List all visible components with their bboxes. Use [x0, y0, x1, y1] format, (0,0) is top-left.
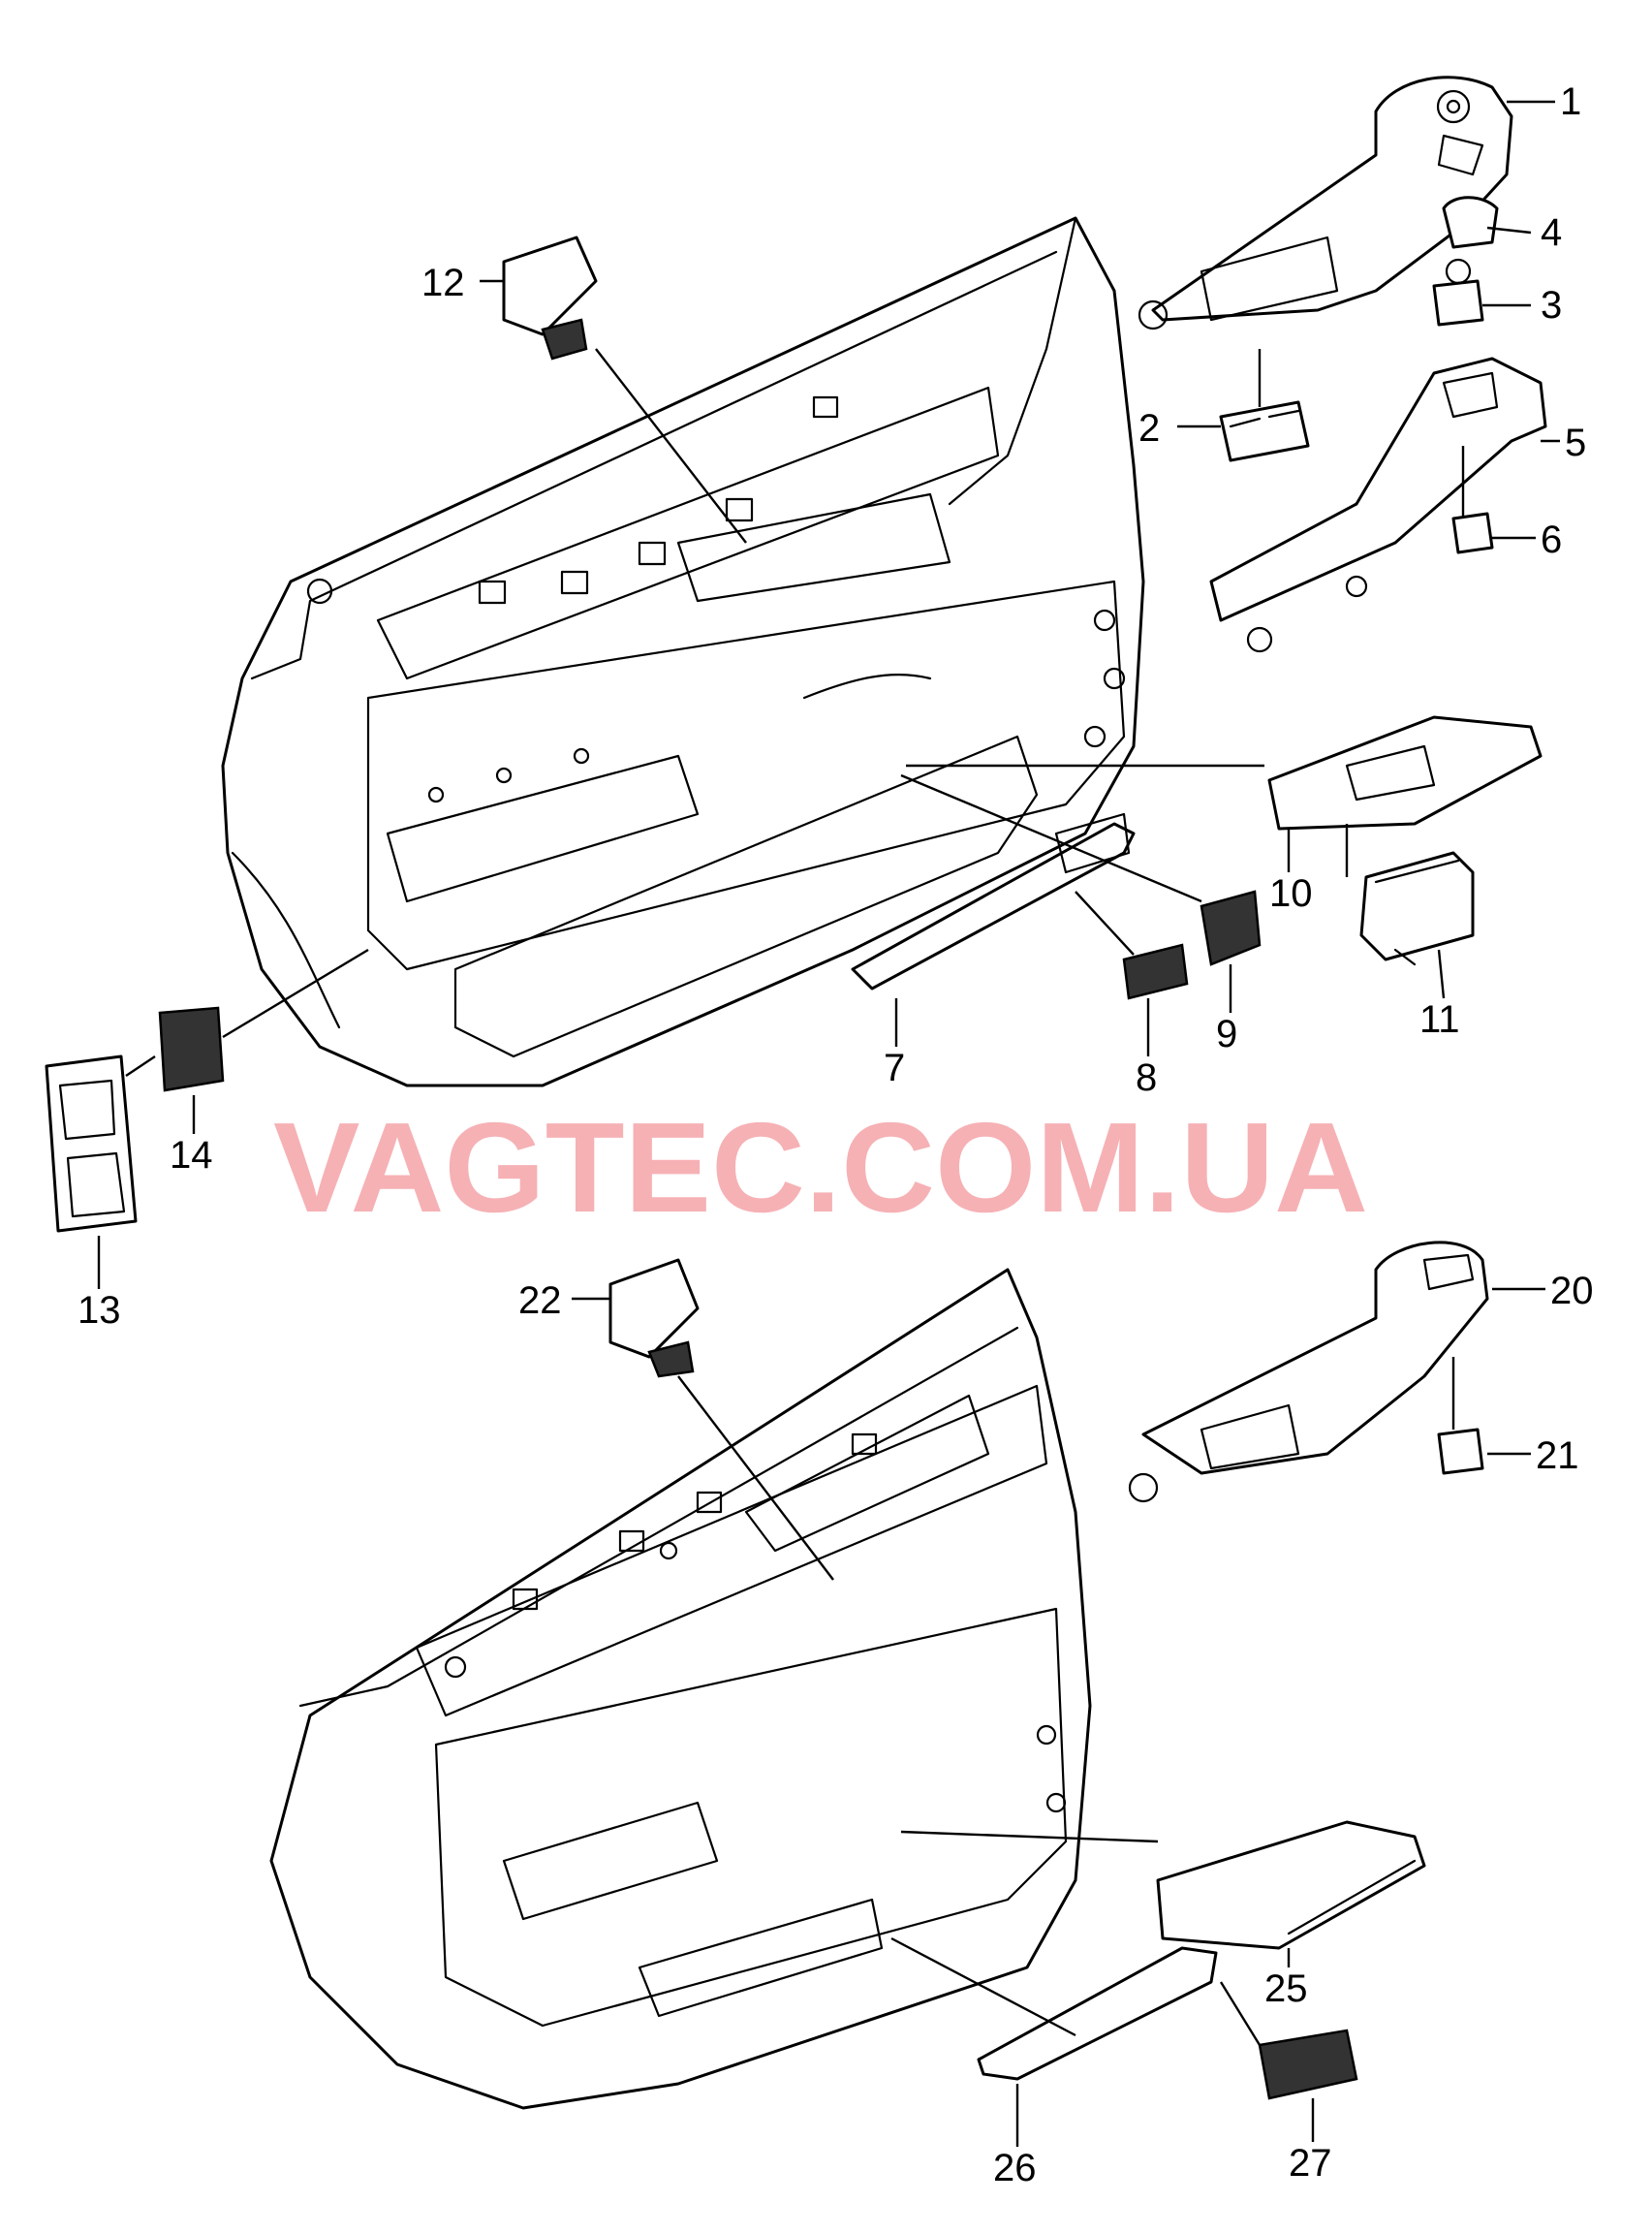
callout-13: 13	[78, 1289, 121, 1332]
callout-5: 5	[1565, 422, 1586, 464]
callout-11: 11	[1419, 998, 1460, 1041]
callout-6: 6	[1541, 519, 1562, 561]
callout-10: 10	[1269, 872, 1313, 915]
callout-21: 21	[1536, 1434, 1579, 1477]
callout-25: 25	[1264, 1967, 1308, 2010]
callout-9: 9	[1216, 1013, 1237, 1055]
window-switch-part-2	[1219, 400, 1310, 462]
callout-26: 26	[993, 2147, 1037, 2189]
callout-12: 12	[421, 262, 465, 304]
storage-tray-part-25	[1156, 1820, 1426, 1950]
handle-bezel-part-13	[45, 1054, 138, 1233]
armrest-trim-part-5	[1209, 357, 1547, 653]
switch-part-9	[1200, 890, 1262, 966]
callout-labels: 1 2 3 4 5 6 7 8 9 10 11 12 13 14 20 21 2…	[78, 80, 1594, 2189]
cover-part-4	[1442, 196, 1499, 249]
armrest-switch-carrier-part-1	[1138, 76, 1513, 330]
button-part-6	[1451, 512, 1494, 554]
callout-22: 22	[518, 1279, 562, 1322]
switch-part-27	[1258, 2029, 1358, 2100]
leader-lines	[97, 100, 1560, 2147]
grab-handle-trim-part-7	[851, 812, 1136, 991]
switch-part-8	[1122, 943, 1189, 1000]
callout-27: 27	[1289, 2142, 1332, 2185]
button-part-21	[1437, 1428, 1484, 1475]
callout-8: 8	[1136, 1056, 1157, 1099]
switch-bezel-part-10	[1267, 715, 1543, 831]
switch-part-22	[608, 1258, 700, 1378]
front-door-trim-panel	[221, 216, 1145, 1087]
callout-1: 1	[1560, 80, 1581, 123]
callout-2: 2	[1138, 407, 1160, 450]
switch-part-3	[1432, 258, 1484, 327]
rear-door-trim-panel	[269, 1268, 1092, 2110]
grab-handle-trim-part-26	[977, 1946, 1218, 2081]
switch-part-14	[158, 1006, 225, 1092]
callout-3: 3	[1541, 284, 1562, 327]
callout-7: 7	[884, 1047, 905, 1089]
switch-part-12	[502, 236, 598, 361]
watermark-text: VAGTEC.COM.UA	[273, 1096, 1368, 1239]
callout-14: 14	[170, 1134, 213, 1177]
switch-part-11	[1359, 851, 1475, 966]
callout-4: 4	[1541, 211, 1562, 254]
armrest-switch-carrier-part-20	[1128, 1241, 1489, 1503]
callout-20: 20	[1550, 1270, 1594, 1312]
